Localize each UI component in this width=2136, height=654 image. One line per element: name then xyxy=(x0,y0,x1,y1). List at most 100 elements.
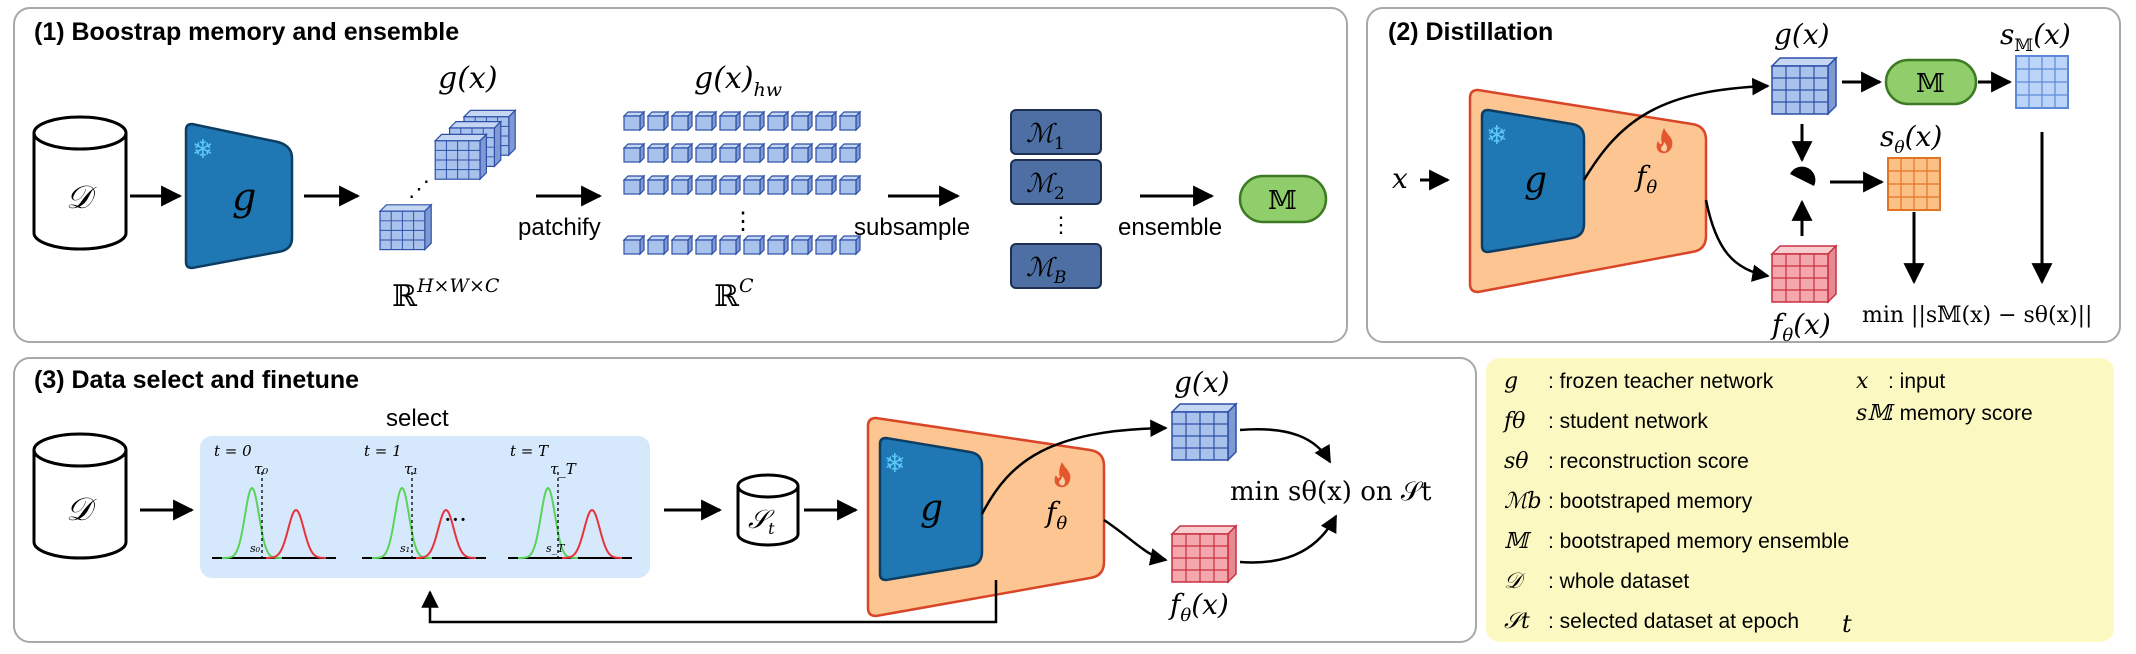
snowflake-icon xyxy=(1486,121,1508,151)
panel-1-title: (1) Boostrap memory and ensemble xyxy=(34,18,459,46)
subsample-label: subsample xyxy=(854,214,970,241)
arrow-to-gx xyxy=(1582,77,1770,181)
patch-cell xyxy=(791,143,813,163)
patch-cell xyxy=(815,143,837,163)
shape-label: ℝH×W×C xyxy=(392,275,500,314)
legend-box xyxy=(1486,358,2114,642)
panel-2-title: (2) Distillation xyxy=(1388,18,1553,46)
patch-cell xyxy=(791,235,813,255)
svg-text:𝕄: 𝕄 xyxy=(1268,186,1297,216)
patch-cell xyxy=(695,143,717,163)
legend-text: : bootstraped memory ensemble xyxy=(1548,530,1849,553)
memory-bank-B: ℳB xyxy=(1010,243,1102,289)
patch-cell xyxy=(647,175,669,195)
select-label: select xyxy=(386,405,449,432)
svg-text:g: g xyxy=(920,488,943,529)
compare-node xyxy=(1790,166,1816,186)
dataset-cylinder: 𝒟 xyxy=(32,115,128,251)
svg-text:𝕄: 𝕄 xyxy=(1916,69,1945,99)
legend-symbol: s𝕄 xyxy=(1856,401,1895,426)
legend-symbol: fθ xyxy=(1502,409,1525,434)
patch-cell xyxy=(623,143,645,163)
memory-score-label: s𝕄(x) xyxy=(2000,18,2071,56)
legend-symbol: 𝕄 xyxy=(1504,529,1532,554)
patch-cell xyxy=(767,111,789,131)
memory-bank-1: ℳ1 xyxy=(1010,109,1102,155)
legend-symbol: sθ xyxy=(1504,449,1529,474)
epoch-label: t = 0 xyxy=(214,442,252,460)
patch-cell xyxy=(671,111,693,131)
patch-cell xyxy=(743,143,765,163)
legend-symbol: x xyxy=(1856,369,1869,394)
legend-text: : reconstruction score xyxy=(1548,450,1749,473)
patch-vdots: ⋮ xyxy=(731,207,755,235)
epoch-label: t = 1 xyxy=(364,442,402,460)
score-label: s₀ xyxy=(250,542,261,555)
patch-cell xyxy=(815,175,837,195)
patch-cell xyxy=(623,235,645,255)
patch-cell xyxy=(719,235,741,255)
patch-cell xyxy=(767,235,789,255)
legend-epoch-t: t xyxy=(1842,610,1852,638)
svg-text:g: g xyxy=(1524,160,1547,201)
patch-cell xyxy=(743,175,765,195)
memory-vdots: ⋮ xyxy=(1050,213,1072,238)
patch-cell xyxy=(743,235,765,255)
memory-score-grid xyxy=(2015,55,2069,109)
memory-ensemble: 𝕄 xyxy=(1238,174,1328,224)
ensemble-label: ensemble xyxy=(1118,214,1222,241)
input-x: x xyxy=(1392,162,1408,195)
patch-cell xyxy=(647,143,669,163)
recon-score-label: sθ(x) xyxy=(1880,120,1942,158)
student-feature-label: fθ(x) xyxy=(1770,308,1831,346)
patch-cell xyxy=(767,175,789,195)
arrow-to-gx-3 xyxy=(980,419,1168,515)
dots-diagonal: ⋰ xyxy=(408,177,430,202)
feature-maps: ⋰ xyxy=(379,109,516,251)
recon-score-grid xyxy=(1887,157,1941,211)
legend-text: : bootstraped memory xyxy=(1548,490,1753,513)
arrow-to-fx-3 xyxy=(1103,518,1168,566)
distribution-plot: t = Tτ_Ts_T xyxy=(508,442,632,559)
patch-cell xyxy=(719,175,741,195)
legend-text: : student network xyxy=(1548,410,1708,433)
student-feature-cube xyxy=(1771,245,1837,303)
patch-cell xyxy=(767,143,789,163)
legend-text: : frozen teacher network xyxy=(1548,370,1774,393)
patch-label-gxhw: g(x)hw xyxy=(694,61,782,101)
patchify-label: patchify xyxy=(518,214,601,241)
threshold-label: τ_T xyxy=(550,460,577,478)
student-network: g fθ xyxy=(1468,88,1708,294)
feedback-loop xyxy=(421,580,998,624)
patch-cell xyxy=(623,175,645,195)
legend-text: : memory score xyxy=(1888,402,2033,425)
patch-cell xyxy=(695,111,717,131)
patch-cell xyxy=(671,143,693,163)
selected-subset: 𝒮t xyxy=(736,473,800,547)
svg-text:ℳ2: ℳ2 xyxy=(1026,169,1065,204)
memory-bank-2: ℳ2 xyxy=(1010,159,1102,205)
patch-cell xyxy=(815,235,837,255)
patch-cell xyxy=(719,143,741,163)
patch-cell xyxy=(743,111,765,131)
panel-3-title: (3) Data select and finetune xyxy=(34,366,359,394)
patch-cell xyxy=(791,111,813,131)
legend-text: : input xyxy=(1888,370,1945,393)
student-feature-cube-3 xyxy=(1171,525,1237,583)
select-dots: ··· xyxy=(444,506,467,534)
distill-loss: min ||s𝕄(x) − sθ(x)|| xyxy=(1862,303,2092,328)
select-panel xyxy=(200,436,650,578)
score-label: s_T xyxy=(546,542,566,555)
patch-cell xyxy=(791,175,813,195)
svg-text:ℳ1: ℳ1 xyxy=(1026,119,1065,154)
student-feature-label-3: fθ(x) xyxy=(1168,588,1229,626)
patch-cell xyxy=(719,111,741,131)
arrow-gx-objective xyxy=(1239,428,1332,464)
arrow-fx-objective xyxy=(1239,514,1338,564)
patch-cell xyxy=(647,111,669,131)
teacher-feature-cube-3 xyxy=(1171,403,1237,461)
